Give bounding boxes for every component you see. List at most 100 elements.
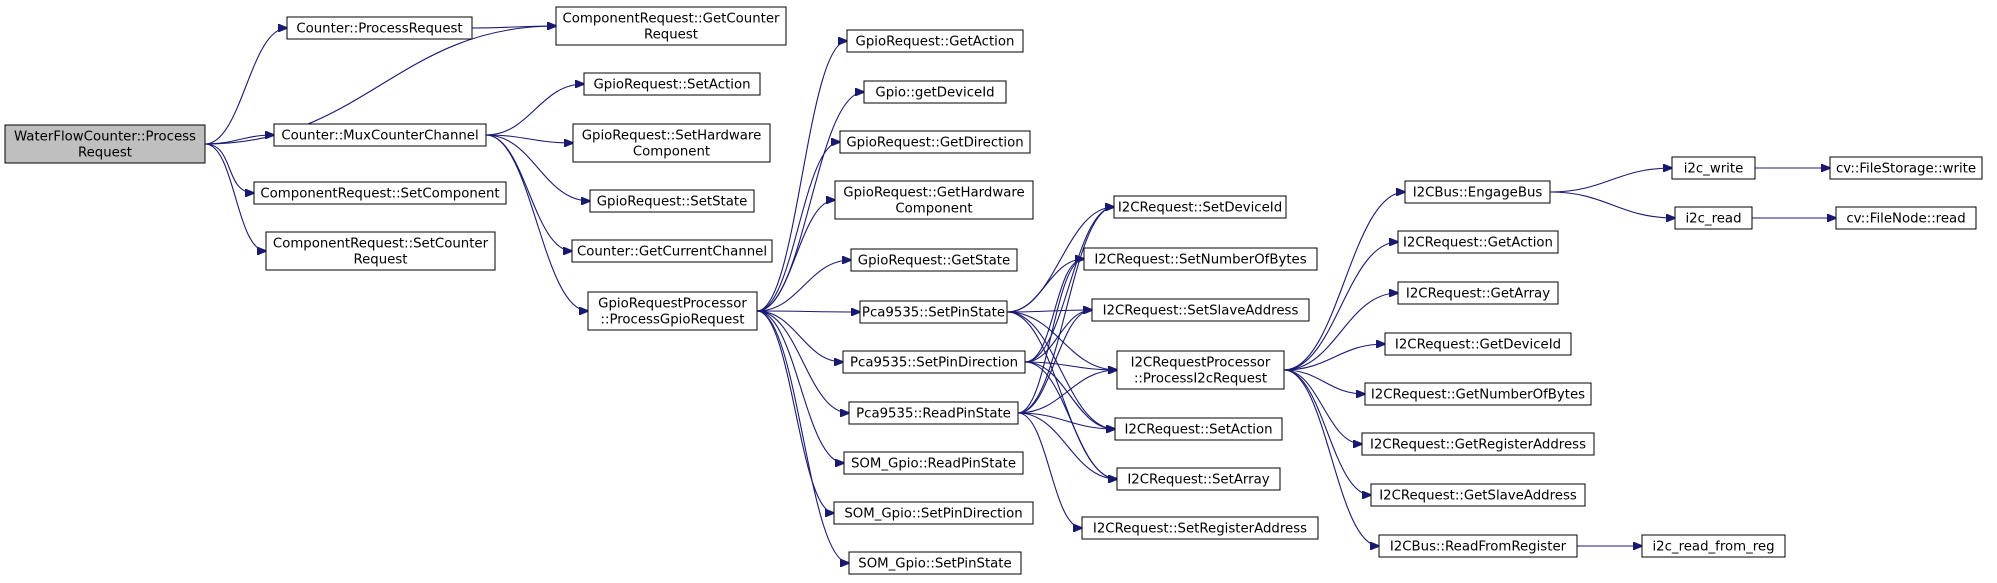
node-label: cv::FileStorage::write [1836, 162, 1976, 177]
node-box [1671, 156, 1756, 180]
node-label: ComponentRequest::SetCounter [273, 237, 489, 252]
edge-grp-to-p_spd [756, 310, 843, 362]
edge-wfc-to-cr_sc [204, 143, 254, 193]
node-box [1081, 516, 1319, 540]
node-label: Request [353, 253, 407, 268]
node-box [571, 239, 773, 263]
edge-irp-to-i_ga [1283, 242, 1398, 371]
node-cv_fsw[interactable]: cv::FileStorage::write [1829, 156, 1983, 180]
node-box [1361, 432, 1595, 456]
node-label: i2c_write [1684, 162, 1744, 177]
edge-irp-to-ib_eb [1283, 192, 1405, 371]
node-c_gcc[interactable]: Counter::GetCurrentChannel [571, 239, 773, 263]
node-box [843, 451, 1024, 475]
node-label: I2CRequest::SetRegisterAddress [1093, 522, 1307, 537]
node-cv_fnr[interactable]: cv::FileNode::read [1835, 206, 1977, 230]
node-label: I2CRequest::SetArray [1127, 473, 1269, 488]
node-label: Component [633, 145, 710, 160]
node-gr_ss[interactable]: GpioRequest::SetState [589, 189, 755, 213]
node-grp[interactable]: GpioRequestProcessor::ProcessGpioRequest [587, 291, 758, 331]
edge-p_rps-to-i_sarr [1017, 412, 1117, 479]
node-i_snob[interactable]: I2CRequest::SetNumberOfBytes [1083, 247, 1318, 271]
node-wfc[interactable]: WaterFlowCounter::ProcessRequest [4, 124, 206, 164]
edge-grp-to-gr_ghc [756, 200, 835, 312]
node-irp[interactable]: I2CRequestProcessor::ProcessI2cRequest [1116, 350, 1285, 390]
node-gr_gs[interactable]: GpioRequest::GetState [850, 248, 1018, 272]
edge-p_sps-to-i_snob [1006, 259, 1084, 313]
node-i_gsa[interactable]: I2CRequest::GetSlaveAddress [1370, 483, 1586, 507]
node-i_sarr[interactable]: I2CRequest::SetArray [1116, 467, 1281, 491]
node-label: Gpio::getDeviceId [875, 86, 994, 101]
node-gr_ga[interactable]: GpioRequest::GetAction [846, 29, 1024, 53]
node-c_pr[interactable]: Counter::ProcessRequest [286, 16, 473, 40]
node-box [848, 401, 1019, 425]
edge-p_spd-to-i_sarr [1024, 361, 1117, 479]
node-label: I2CRequest::GetArray [1406, 287, 1550, 302]
node-i_garr[interactable]: I2CRequest::GetArray [1397, 281, 1559, 305]
node-box [572, 123, 771, 163]
node-i_gnob[interactable]: I2CRequest::GetNumberOfBytes [1364, 382, 1592, 406]
node-label: Request [78, 146, 132, 161]
node-p_spd[interactable]: Pca9535::SetPinDirection [842, 350, 1026, 374]
node-label: Component [895, 202, 972, 217]
node-i_gdi[interactable]: I2CRequest::GetDeviceId [1384, 332, 1572, 356]
edge-p_rps-to-i_ssa [1017, 310, 1092, 414]
edge-c_mcc-to-gr_sa [485, 84, 584, 136]
node-sg_spd[interactable]: SOM_Gpio::SetPinDirection [833, 501, 1034, 525]
node-box [589, 189, 755, 213]
edge-grp-to-sg_spd [756, 310, 834, 513]
edge-wfc-to-cr_gcr [204, 26, 556, 145]
node-i_sdi[interactable]: I2CRequest::SetDeviceId [1113, 195, 1287, 219]
node-label: GpioRequest::SetState [597, 195, 748, 210]
node-box [839, 130, 1031, 154]
node-label: Request [644, 28, 698, 43]
node-i2c_w[interactable]: i2c_write [1671, 156, 1756, 180]
edge-wfc-to-c_mcc [204, 135, 274, 145]
node-i2c_rfr[interactable]: i2c_read_from_reg [1641, 534, 1786, 558]
edges-layer [204, 26, 1836, 563]
node-box [863, 80, 1007, 104]
node-sg_rps[interactable]: SOM_Gpio::ReadPinState [843, 451, 1024, 475]
node-box [850, 248, 1018, 272]
edge-wfc-to-cr_scr [204, 143, 266, 251]
node-label: ::ProcessI2cRequest [1134, 372, 1267, 387]
node-i_ga[interactable]: I2CRequest::GetAction [1397, 230, 1559, 254]
edge-grp-to-sg_rps [756, 310, 844, 463]
node-i_gra[interactable]: I2CRequest::GetRegisterAddress [1361, 432, 1595, 456]
node-label: SOM_Gpio::SetPinDirection [844, 507, 1022, 522]
node-cr_sc[interactable]: ComponentRequest::SetComponent [253, 181, 507, 205]
node-gr_sa[interactable]: GpioRequest::SetAction [583, 72, 761, 96]
node-box [834, 180, 1034, 220]
node-label: I2CRequestProcessor [1131, 356, 1271, 371]
node-g_gdi[interactable]: Gpio::getDeviceId [863, 80, 1007, 104]
edge-irp-to-i_gdi [1283, 344, 1385, 371]
edge-grp-to-p_rps [756, 310, 849, 413]
edge-p_rps-to-i_snob [1017, 259, 1084, 414]
edge-p_spd-to-i_sdi [1024, 207, 1114, 363]
node-i_sra[interactable]: I2CRequest::SetRegisterAddress [1081, 516, 1319, 540]
edge-c_mcc-to-gr_shc [485, 134, 573, 143]
node-p_rps[interactable]: Pca9535::ReadPinState [848, 401, 1019, 425]
edge-p_spd-to-irp [1024, 361, 1117, 370]
nodes-layer: WaterFlowCounter::ProcessRequestCounter:… [4, 6, 1983, 575]
node-p_sps[interactable]: Pca9535::SetPinState [859, 300, 1008, 324]
node-box [842, 350, 1026, 374]
node-ib_rfr[interactable]: I2CBus::ReadFromRegister [1378, 534, 1578, 558]
node-i_sa[interactable]: I2CRequest::SetAction [1114, 417, 1283, 441]
node-gr_gd[interactable]: GpioRequest::GetDirection [839, 130, 1031, 154]
node-sg_sps[interactable]: SOM_Gpio::SetPinState [848, 551, 1022, 575]
node-i_ssa[interactable]: I2CRequest::SetSlaveAddress [1091, 298, 1310, 322]
node-i2c_r[interactable]: i2c_read [1674, 206, 1753, 230]
node-c_mcc[interactable]: Counter::MuxCounterChannel [273, 123, 487, 147]
node-box [846, 29, 1024, 53]
node-ib_eb[interactable]: I2CBus::EngageBus [1404, 180, 1551, 204]
edge-c_mcc-to-gr_ss [485, 134, 590, 201]
edge-irp-to-i_gra [1283, 369, 1362, 444]
node-label: i2c_read [1685, 212, 1741, 227]
node-box [1114, 417, 1283, 441]
